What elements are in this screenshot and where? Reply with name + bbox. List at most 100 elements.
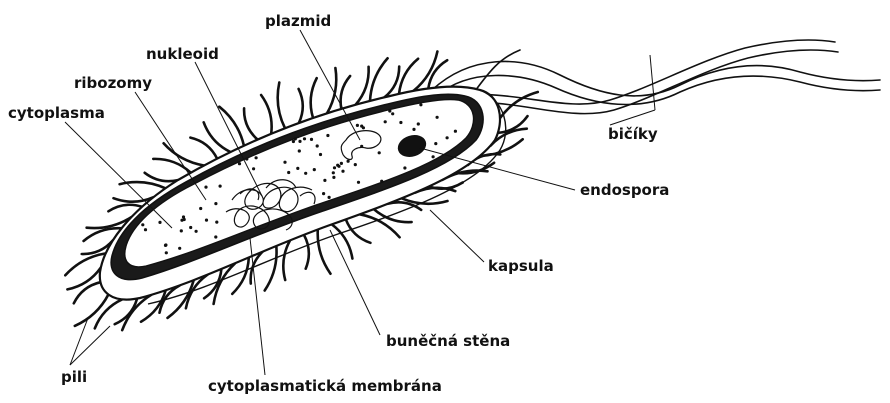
ribosome-dot <box>180 229 183 232</box>
ribosome-dot <box>432 155 435 158</box>
ribosome-dot <box>354 163 357 166</box>
pilus <box>145 173 178 181</box>
pilus <box>356 67 369 105</box>
ribosome-dot <box>182 215 185 218</box>
ribosome-dot <box>158 221 161 224</box>
ribosome-dot <box>391 112 394 115</box>
pilus <box>304 235 309 269</box>
ribosome-dot <box>403 166 406 169</box>
ribosome-dot <box>141 223 144 226</box>
flagellum <box>432 61 880 95</box>
ribosome-dot <box>454 130 457 133</box>
ribosome-dot <box>380 180 383 183</box>
flagellum <box>440 40 835 104</box>
pilus <box>318 230 331 274</box>
label-endospora: endospora <box>580 181 669 199</box>
ribosome-dot <box>417 122 420 125</box>
ribosome-dot <box>238 162 241 165</box>
ribosome-dot <box>255 156 258 159</box>
pilus <box>311 78 317 118</box>
leader-bicky-2 <box>610 110 655 125</box>
label-nukleoid: nukleoid <box>146 45 219 63</box>
ribosome-dot <box>296 167 299 170</box>
pilus <box>278 83 285 129</box>
pilus <box>219 107 244 146</box>
pilus <box>261 95 272 134</box>
label-bicky: bičíky <box>608 125 658 143</box>
ribosome-dot <box>322 192 325 195</box>
pilus <box>67 268 101 290</box>
ribosome-dot <box>412 128 415 131</box>
ribosome-dot <box>316 144 319 147</box>
leader-pili-2 <box>70 326 110 365</box>
label-kapsula: kapsula <box>488 257 554 275</box>
ribosome-dot <box>388 109 391 112</box>
pilus <box>385 67 400 98</box>
pilus <box>299 89 303 123</box>
ribosome-dot <box>310 138 313 141</box>
ribosome-dot <box>287 171 290 174</box>
label-cytoplasmaticka-membrana: cytoplasmatická membrána <box>208 377 442 395</box>
pilus <box>95 299 123 328</box>
ribosome-dot <box>357 181 360 184</box>
pilus <box>346 219 371 243</box>
ribosome-dot <box>347 160 350 163</box>
ribosome-dot <box>178 247 181 250</box>
ribosome-dot <box>304 172 307 175</box>
ribosome-dot <box>204 186 207 189</box>
pilus <box>265 246 277 291</box>
ribosome-dot <box>219 185 222 188</box>
ribosome-dot <box>298 140 301 143</box>
ribosome-dot <box>333 166 336 169</box>
ribosome-dot <box>144 228 147 231</box>
pilus <box>190 138 217 159</box>
ribosome-dot <box>189 226 192 229</box>
label-plazmid: plazmid <box>265 12 331 30</box>
ribosome-dot <box>328 196 331 199</box>
ribosome-dot <box>298 149 301 152</box>
leader-cytoplasma <box>65 122 172 228</box>
ribosome-dot <box>384 120 387 123</box>
ribosome-dot <box>245 157 248 160</box>
ribosome-dot <box>336 164 339 167</box>
ribosome-dot <box>332 176 335 179</box>
label-ribozomy: ribozomy <box>74 74 152 92</box>
ribosome-dot <box>323 179 326 182</box>
flagellum <box>436 75 880 104</box>
ribosome-dot <box>319 153 322 156</box>
ribosome-dot <box>356 124 359 127</box>
ribosome-dot <box>214 202 217 205</box>
ribosome-dot <box>165 251 168 254</box>
leader-bunecna-stena <box>330 230 380 335</box>
ribosome-dot <box>341 170 344 173</box>
pilus <box>360 214 400 237</box>
ribosome-dot <box>303 137 306 140</box>
ribosome-dot <box>195 230 198 233</box>
ribosome-dot <box>214 235 217 238</box>
ribosome-dot <box>205 219 208 222</box>
pilus <box>370 58 388 101</box>
pilus <box>341 76 351 109</box>
ribosome-dot <box>326 134 329 137</box>
ribosome-dot <box>434 142 437 145</box>
label-bunecna-stena: buněčná stěna <box>386 332 510 350</box>
ribosome-dot <box>362 126 365 129</box>
ribosome-dot <box>215 221 218 224</box>
pilus <box>327 68 336 113</box>
flagella-group <box>432 40 880 114</box>
label-pili: pili <box>61 368 87 386</box>
ribosome-dot <box>252 167 255 170</box>
pilus <box>283 240 290 280</box>
ribosome-dot <box>292 140 295 143</box>
ribosome-dot <box>419 103 422 106</box>
ribosome-dot <box>340 162 343 165</box>
ribosome-dot <box>436 116 439 119</box>
leader-kapsula <box>430 210 484 262</box>
ribosome-dot <box>199 207 202 210</box>
pilus <box>75 295 109 326</box>
ribosome-dot <box>446 136 449 139</box>
ribosome-dot <box>332 171 335 174</box>
ribosome-dot <box>294 137 297 140</box>
bacterium-body <box>100 87 506 304</box>
